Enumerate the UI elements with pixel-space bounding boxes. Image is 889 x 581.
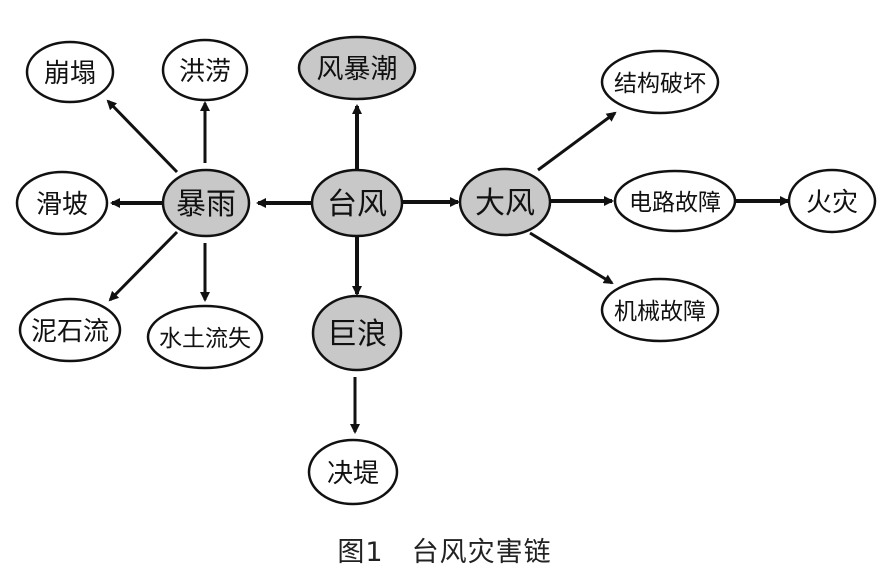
node-structural-damage: 结构破坏 — [600, 49, 720, 115]
node-flood-label: 洪涝 — [179, 57, 231, 87]
node-mechanical-fault: 机械故障 — [600, 277, 720, 343]
typhoon-disaster-chain-diagram: 台风 暴雨 大风 风暴潮 巨浪 崩塌 洪涝 滑坡 — [15, 35, 877, 506]
node-strong-wind: 大风 — [458, 167, 552, 237]
node-storm-surge-label: 风暴潮 — [317, 54, 398, 85]
node-fire-label: 火灾 — [806, 188, 858, 218]
node-fire: 火灾 — [787, 168, 877, 234]
node-huge-wave-label: 巨浪 — [327, 317, 387, 352]
node-typhoon: 台风 — [310, 168, 404, 238]
node-soil-erosion: 水土流失 — [146, 304, 264, 370]
node-soil-erosion-label: 水土流失 — [159, 326, 251, 352]
node-storm-surge: 风暴潮 — [297, 35, 417, 101]
node-rainstorm-label: 暴雨 — [176, 187, 236, 222]
node-dike-break: 决堤 — [307, 438, 399, 506]
node-dike-break-label: 决堤 — [327, 459, 379, 489]
edge-strong-wind-structural-damage — [537, 111, 617, 172]
node-debris-flow-label: 泥石流 — [31, 317, 109, 347]
node-strong-wind-label: 大风 — [475, 186, 535, 221]
node-typhoon-label: 台风 — [327, 187, 387, 222]
node-flood: 洪涝 — [161, 38, 249, 102]
node-rainstorm: 暴雨 — [161, 168, 251, 238]
node-mechanical-fault-label: 机械故障 — [614, 299, 706, 325]
edge-strong-wind-mechanical-fault — [529, 231, 614, 285]
node-circuit-fault-label: 电路故障 — [629, 190, 721, 216]
edge-rainstorm-debris-flow — [108, 230, 179, 302]
figure-title: 台风灾害链 — [411, 537, 552, 568]
edge-rainstorm-collapse — [106, 99, 179, 174]
node-landslide: 滑坡 — [15, 170, 109, 236]
node-huge-wave: 巨浪 — [311, 294, 403, 372]
node-landslide-label: 滑坡 — [36, 190, 88, 220]
figure-number: 图1 — [337, 537, 384, 568]
node-debris-flow: 泥石流 — [18, 297, 122, 363]
node-circuit-fault: 电路故障 — [613, 169, 737, 233]
node-structural-damage-label: 结构破坏 — [614, 71, 706, 97]
node-collapse-label: 崩塌 — [44, 59, 96, 89]
node-collapse: 崩塌 — [25, 40, 115, 104]
figure-caption: 图1 台风灾害链 — [0, 530, 889, 569]
